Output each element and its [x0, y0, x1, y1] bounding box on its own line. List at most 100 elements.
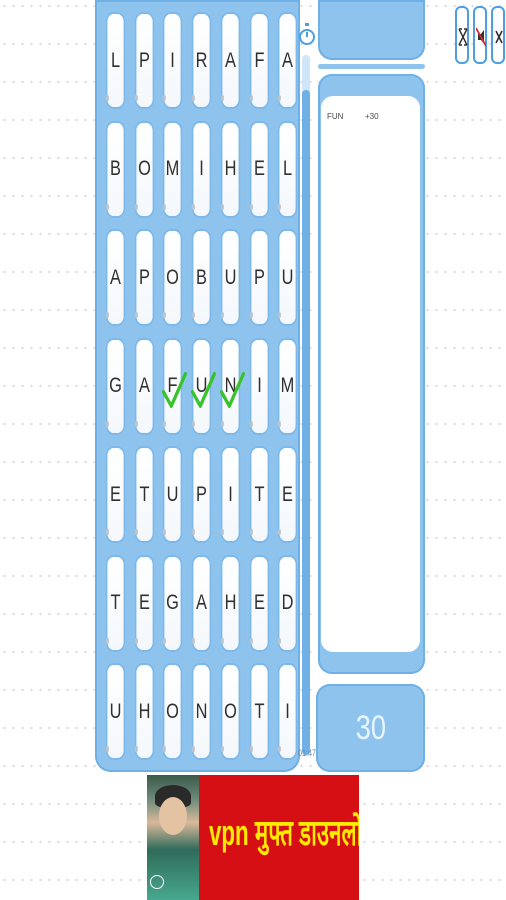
- sound-toggle-button[interactable]: [473, 6, 487, 64]
- letter-tile[interactable]: E: [105, 446, 126, 543]
- letter-tile[interactable]: N: [219, 337, 245, 435]
- letter-tile[interactable]: G: [105, 337, 126, 435]
- letter-tile[interactable]: U: [191, 337, 217, 435]
- letter-tile[interactable]: U: [163, 446, 183, 543]
- letter-tile[interactable]: I: [220, 446, 241, 543]
- close-button[interactable]: [491, 6, 505, 64]
- letter-tile-label: T: [253, 699, 264, 723]
- letter-tile[interactable]: B: [191, 229, 212, 326]
- letter-tile[interactable]: R: [191, 12, 212, 109]
- letter-tile[interactable]: N: [191, 663, 212, 760]
- letter-tile[interactable]: T: [134, 446, 154, 543]
- letter-tile[interactable]: L: [277, 120, 298, 218]
- letter-tile-label: I: [256, 374, 262, 397]
- tile-marker: [163, 203, 167, 210]
- tile-marker: [105, 95, 109, 101]
- letter-tile[interactable]: P: [134, 12, 154, 109]
- letter-tile-label: M: [166, 157, 180, 180]
- letter-tile[interactable]: F: [249, 12, 269, 109]
- tile-marker: [163, 637, 167, 644]
- letter-tile[interactable]: O: [134, 120, 154, 218]
- tile-marker: [277, 746, 282, 752]
- letter-tile-label: A: [224, 48, 236, 72]
- letter-tile-label: I: [170, 48, 176, 72]
- tile-marker: [191, 637, 195, 644]
- letter-tile[interactable]: U: [220, 229, 241, 326]
- letter-tile-label: A: [282, 48, 294, 72]
- letter-tile[interactable]: A: [277, 12, 298, 109]
- letter-tile-label: H: [224, 591, 237, 614]
- ad-photo-face: [159, 797, 187, 835]
- timer-readout: 01:47: [298, 748, 317, 758]
- top-bar-divider: [318, 64, 425, 69]
- letter-tile[interactable]: I: [163, 12, 183, 109]
- score-panel: 30: [316, 684, 425, 772]
- letter-tile[interactable]: T: [105, 554, 126, 652]
- letter-tile[interactable]: F: [162, 337, 188, 435]
- tile-marker: [134, 312, 138, 318]
- letter-tile[interactable]: B: [105, 120, 126, 218]
- letter-tile[interactable]: U: [277, 229, 298, 326]
- tile-marker: [277, 203, 282, 210]
- shuffle-button[interactable]: [455, 6, 469, 64]
- letter-tile[interactable]: A: [191, 554, 212, 652]
- letter-tile-label: B: [196, 265, 208, 289]
- stopwatch-icon: [299, 23, 315, 45]
- letter-tile[interactable]: H: [220, 120, 241, 218]
- letter-tile[interactable]: I: [191, 120, 212, 218]
- letter-tile[interactable]: O: [163, 663, 183, 760]
- time-progress-bar: [302, 55, 310, 755]
- letter-tile[interactable]: U: [105, 663, 126, 760]
- letter-tile-label: M: [280, 374, 295, 397]
- tile-marker: [163, 420, 167, 427]
- tile-marker: [277, 420, 282, 427]
- letter-tile-label: G: [109, 374, 122, 397]
- letter-tile[interactable]: E: [249, 120, 269, 218]
- letter-tile[interactable]: E: [277, 446, 298, 543]
- found-word: FUN: [327, 112, 344, 121]
- letter-tile[interactable]: L: [105, 12, 126, 109]
- letter-tile[interactable]: G: [163, 554, 183, 652]
- letter-tile-label: I: [199, 157, 204, 180]
- letter-tile[interactable]: A: [220, 12, 241, 109]
- tile-marker: [220, 746, 224, 752]
- letter-tile[interactable]: P: [191, 446, 212, 543]
- letter-tile[interactable]: M: [277, 337, 298, 435]
- letter-tile-label: L: [283, 157, 293, 180]
- letter-tile[interactable]: O: [220, 663, 241, 760]
- letter-tile[interactable]: P: [249, 229, 269, 326]
- letter-tile[interactable]: A: [134, 337, 154, 435]
- letter-tile-label: F: [167, 374, 178, 397]
- letter-tile[interactable]: H: [134, 663, 154, 760]
- letter-tile-label: E: [110, 482, 121, 506]
- letter-tile[interactable]: O: [163, 229, 183, 326]
- tile-marker: [249, 312, 253, 318]
- sound-off-icon: [476, 27, 486, 47]
- checkmark-icon: [191, 371, 217, 408]
- tile-marker: [191, 203, 195, 210]
- letter-tile-label: G: [166, 591, 180, 614]
- letter-tile[interactable]: M: [163, 120, 183, 218]
- ad-banner[interactable]: vpn मुफ्त डाउनलोड: [147, 775, 359, 900]
- tile-marker: [220, 637, 224, 644]
- letter-tile-label: N: [195, 699, 208, 723]
- letter-tile[interactable]: A: [105, 229, 126, 326]
- tile-marker: [163, 312, 167, 318]
- letter-tile[interactable]: I: [249, 337, 269, 435]
- letter-tile-label: H: [138, 699, 151, 723]
- letter-tile[interactable]: E: [134, 554, 154, 652]
- tile-marker: [105, 637, 109, 644]
- tile-marker: [191, 529, 195, 535]
- letter-tile-label: P: [138, 48, 150, 72]
- letter-tile-label: A: [196, 591, 208, 614]
- letter-tile[interactable]: D: [277, 554, 298, 652]
- letter-tile[interactable]: E: [249, 554, 269, 652]
- letter-tile[interactable]: T: [249, 663, 269, 760]
- tile-marker: [277, 529, 282, 535]
- letter-tile[interactable]: P: [134, 229, 154, 326]
- letter-tile[interactable]: I: [277, 663, 298, 760]
- letter-tile[interactable]: T: [249, 446, 269, 543]
- ad-text: vpn मुफ्त डाउनलोड: [209, 812, 359, 853]
- letter-tile-label: E: [282, 482, 294, 506]
- letter-tile[interactable]: H: [220, 554, 241, 652]
